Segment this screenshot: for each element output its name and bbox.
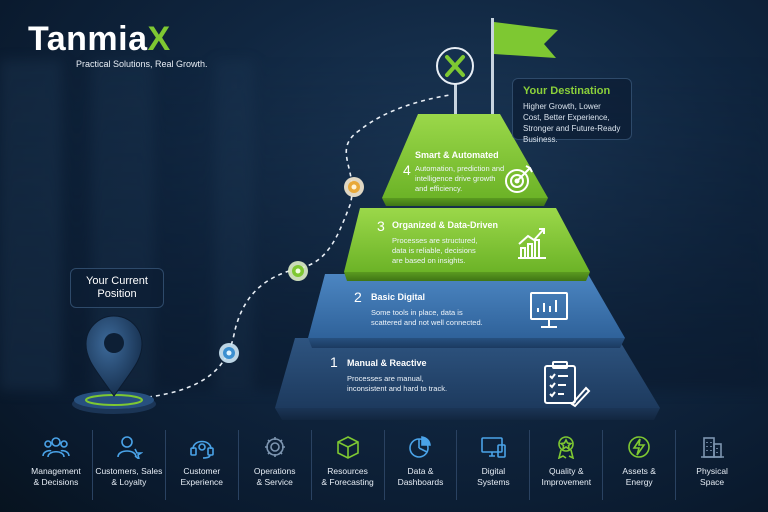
category-data: Data & Dashboards bbox=[385, 430, 458, 500]
milestone-2 bbox=[288, 261, 308, 281]
target-icon bbox=[505, 165, 533, 193]
category-label: Quality & Improvement bbox=[541, 466, 592, 487]
category-physical: Physical Space bbox=[676, 430, 748, 500]
category-label: Assets & Energy bbox=[622, 466, 656, 487]
current-position-line-2: Position bbox=[97, 288, 137, 300]
tier-1-title: Manual & Reactive bbox=[347, 358, 427, 368]
brand-name: TanmiaX bbox=[28, 20, 171, 58]
destination-callout: Your Destination Higher Growth, Lower Co… bbox=[512, 78, 632, 144]
monitor-chart-icon bbox=[530, 292, 568, 328]
journey-path bbox=[139, 94, 451, 399]
tier-1-description: Processes are manual,inconsistent and ha… bbox=[347, 374, 448, 393]
people-icon bbox=[20, 434, 92, 460]
brand-pin-icon bbox=[436, 47, 474, 114]
category-label: Data & Dashboards bbox=[397, 466, 444, 487]
category-bar: Management & Decisions Customers, Sales … bbox=[20, 430, 748, 500]
lightning-icon bbox=[603, 434, 675, 460]
pie-chart-icon bbox=[385, 434, 457, 460]
building-icon bbox=[676, 434, 748, 460]
category-resources: Resources & Forecasting bbox=[312, 430, 385, 500]
category-label: Physical Space bbox=[696, 466, 728, 487]
category-quality: Quality & Improvement bbox=[530, 430, 604, 500]
checklist-icon bbox=[544, 361, 591, 408]
tier-1-block bbox=[275, 338, 660, 420]
category-customers: Customers, Sales & Loyalty bbox=[93, 430, 166, 500]
category-digital: Digital Systems bbox=[457, 430, 531, 500]
headset-icon bbox=[166, 434, 238, 460]
tier-1-number: 1 bbox=[330, 354, 338, 370]
award-icon bbox=[530, 434, 602, 460]
box-icon bbox=[312, 434, 384, 460]
location-pin-icon bbox=[72, 315, 156, 414]
category-label: Resources & Forecasting bbox=[321, 466, 374, 487]
devices-icon bbox=[457, 434, 529, 460]
category-label: Customer Experience bbox=[180, 466, 224, 487]
category-label: Customers, Sales & Loyalty bbox=[95, 466, 163, 487]
milestone-1 bbox=[219, 343, 239, 363]
destination-title: Your Destination bbox=[523, 85, 611, 97]
tier-3-description: Processes are structured,data is reliabl… bbox=[392, 236, 478, 265]
category-operations: Operations & Service bbox=[239, 430, 312, 500]
destination-text: Higher Growth, Lower Cost, Better Experi… bbox=[523, 102, 621, 144]
customer-icon bbox=[93, 434, 165, 460]
milestone-3 bbox=[344, 177, 364, 197]
tier-2-title: Basic Digital bbox=[371, 292, 426, 302]
tier-4-title: Smart & Automated bbox=[415, 150, 499, 160]
category-experience: Customer Experience bbox=[166, 430, 239, 500]
category-assets: Assets & Energy bbox=[603, 430, 677, 500]
category-label: Operations & Service bbox=[253, 466, 296, 487]
growth-chart-icon bbox=[518, 228, 546, 259]
tier-3-number: 3 bbox=[377, 218, 385, 234]
gear-icon bbox=[239, 434, 311, 460]
current-position-line-1: Your Current bbox=[86, 275, 148, 287]
category-label: Digital Systems bbox=[477, 466, 510, 487]
tier-2-block bbox=[308, 274, 625, 348]
category-management: Management & Decisions bbox=[20, 430, 93, 500]
current-position-callout: Your Current Position bbox=[70, 268, 164, 308]
flag-icon bbox=[491, 18, 558, 114]
brand-tagline: Practical Solutions, Real Growth. bbox=[76, 59, 208, 69]
tier-4-number: 4 bbox=[403, 162, 411, 178]
tier-3-title: Organized & Data-Driven bbox=[392, 220, 499, 230]
brand-logo: TanmiaX Practical Solutions, Real Growth… bbox=[28, 20, 208, 69]
category-label: Management & Decisions bbox=[31, 466, 81, 487]
tier-2-number: 2 bbox=[354, 289, 362, 305]
